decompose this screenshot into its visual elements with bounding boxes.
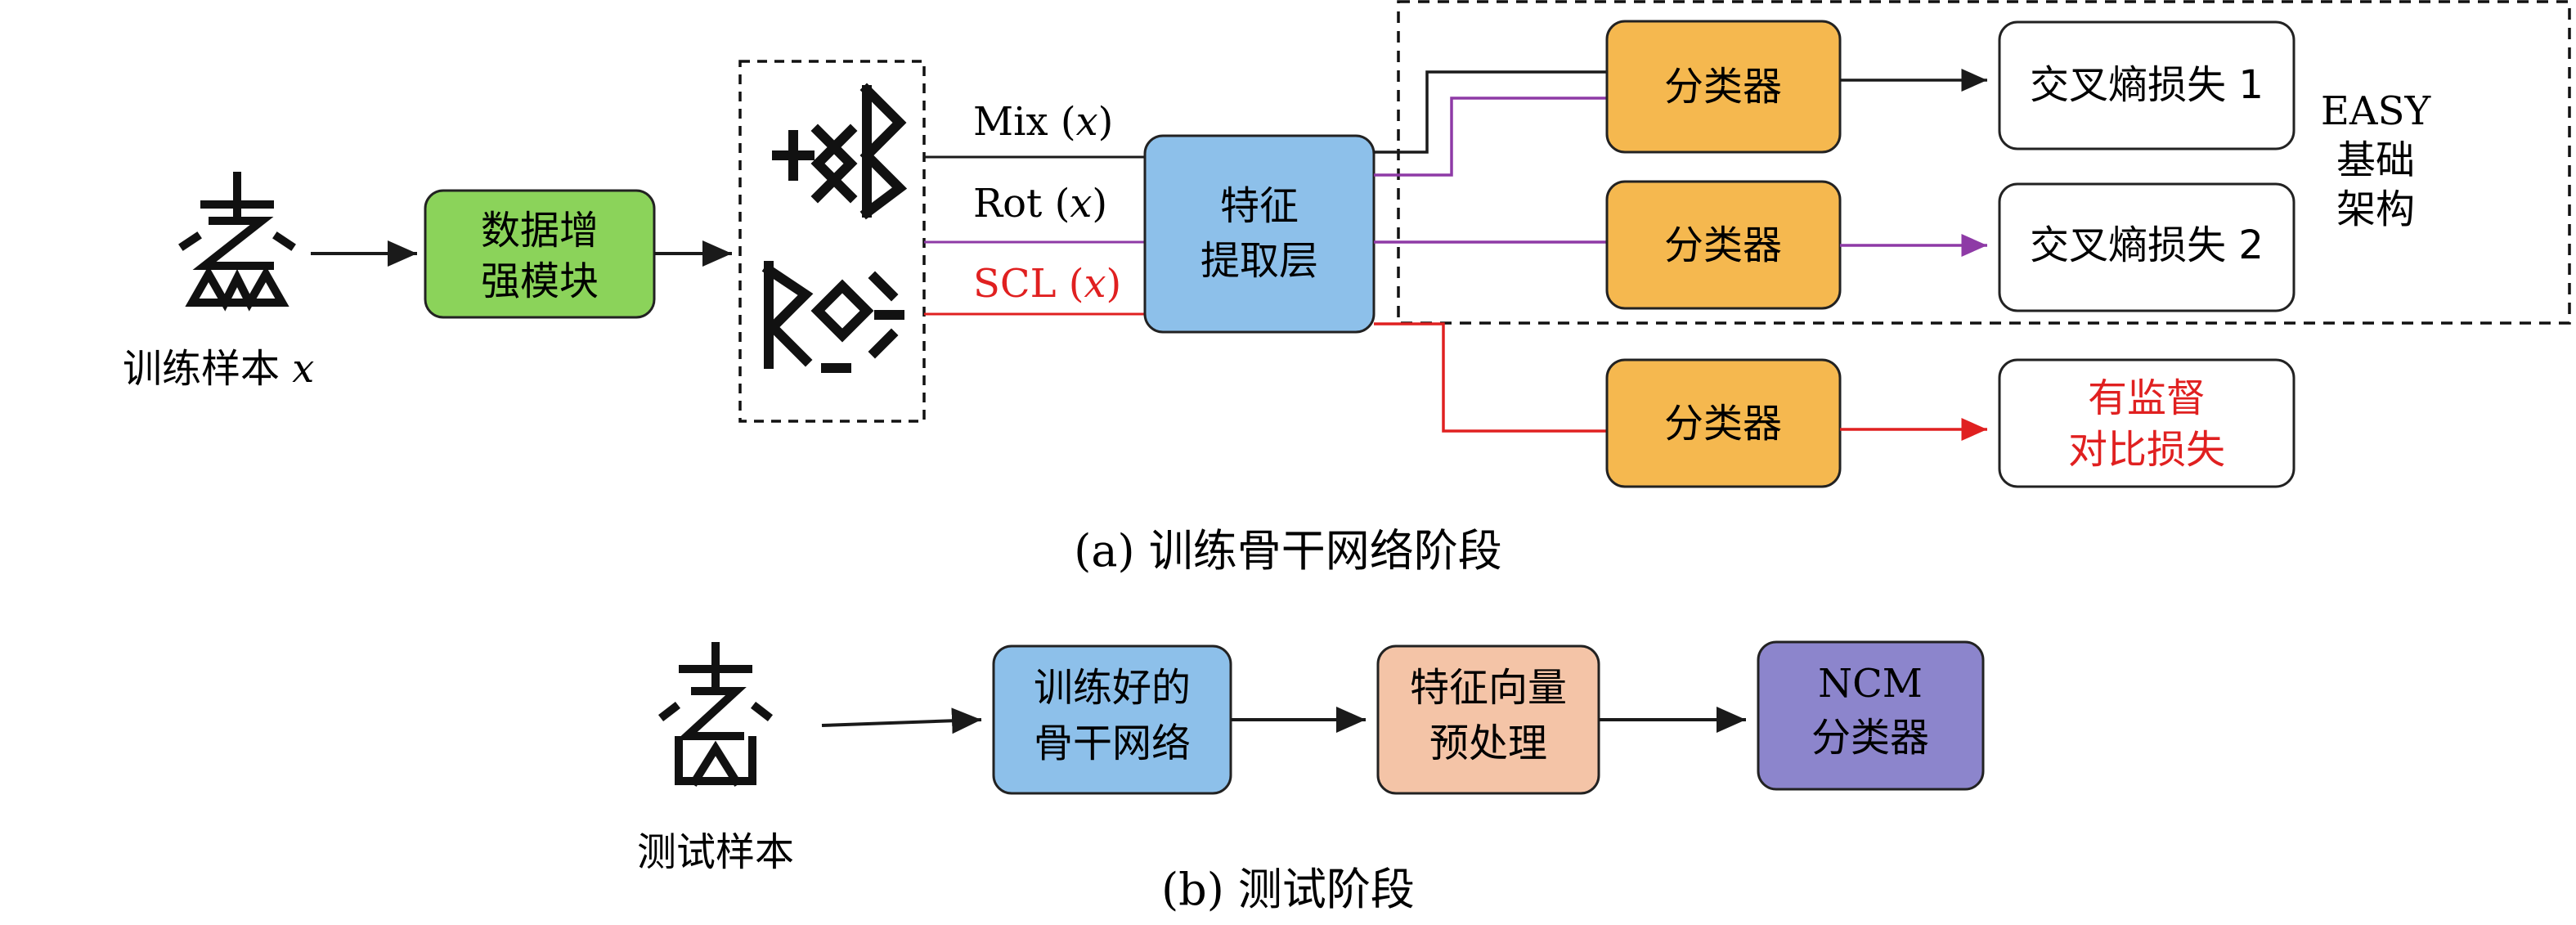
loss-label-2: 交叉熵损失 2 xyxy=(2030,222,2264,268)
caption-b: (b) 测试阶段 xyxy=(1161,864,1415,915)
caption-a: (a) 训练骨干网络阶段 xyxy=(1074,525,1502,577)
connector-red-to-classifier-3 xyxy=(1374,322,1607,433)
backbone-line-2: 骨干网络 xyxy=(1034,721,1191,766)
glyph-icon-test xyxy=(657,642,774,787)
branch-label-mix: Mix (x) xyxy=(973,99,1113,145)
classifier-box-2: 分类器 xyxy=(1605,180,1842,310)
easy-label-line-3: 架构 xyxy=(2336,186,2415,232)
test-sample-label: 测试样本 xyxy=(637,829,794,875)
feature-extractor-line-2: 提取层 xyxy=(1200,238,1318,284)
ncm-box: NCM 分类器 xyxy=(1757,640,1985,791)
classifier-label-2: 分类器 xyxy=(1664,222,1782,268)
loss-box-2: 交叉熵损失 2 xyxy=(1998,182,2296,312)
loss-box-3: 有监督 对比损失 xyxy=(1998,358,2296,488)
classifier-label-3: 分类器 xyxy=(1664,401,1782,447)
backbone-box: 训练好的 骨干网络 xyxy=(992,644,1232,795)
easy-label-line-1: EASY xyxy=(2321,88,2432,134)
easy-label-line-2: 基础 xyxy=(2336,137,2415,183)
connector-violet-to-classifier-1 xyxy=(1374,97,1607,177)
feature-extractor-box: 特征 提取层 xyxy=(1143,134,1376,334)
arrow-test-to-backbone xyxy=(821,707,982,734)
branch-label-scl: SCL (x) xyxy=(973,261,1121,307)
loss-label-1: 交叉熵损失 1 xyxy=(2030,62,2264,108)
glyph-icon-train xyxy=(178,172,296,312)
glyph-icon-aug-2 xyxy=(761,261,904,373)
ncm-line-2: 分类器 xyxy=(1811,715,1929,761)
preprocess-line-1: 特征向量 xyxy=(1410,665,1567,711)
connector-black-to-classifier-1 xyxy=(1374,70,1607,154)
backbone-line-1: 训练好的 xyxy=(1034,665,1191,711)
feature-extractor-line-1: 特征 xyxy=(1220,183,1299,229)
classifier-label-1: 分类器 xyxy=(1664,64,1782,110)
loss-box-1: 交叉熵损失 1 xyxy=(1998,20,2296,150)
aug-module-line-1: 数据增 xyxy=(481,208,599,254)
aug-module-box: 数据增 强模块 xyxy=(424,189,656,319)
branch-label-rot: Rot (x) xyxy=(973,181,1107,227)
loss-label-3-line-1: 有监督 xyxy=(2088,375,2206,421)
aug-module-line-2: 强模块 xyxy=(481,258,599,304)
preprocess-line-2: 预处理 xyxy=(1429,721,1547,766)
glyph-icon-aug-1 xyxy=(772,83,908,220)
loss-label-3-line-2: 对比损失 xyxy=(2068,427,2225,473)
train-sample-label: 训练样本 x xyxy=(123,346,314,392)
preprocess-box: 特征向量 预处理 xyxy=(1376,644,1600,795)
classifier-box-1: 分类器 xyxy=(1605,20,1842,154)
ncm-line-1: NCM xyxy=(1818,661,1923,707)
classifier-box-3: 分类器 xyxy=(1605,358,1842,488)
